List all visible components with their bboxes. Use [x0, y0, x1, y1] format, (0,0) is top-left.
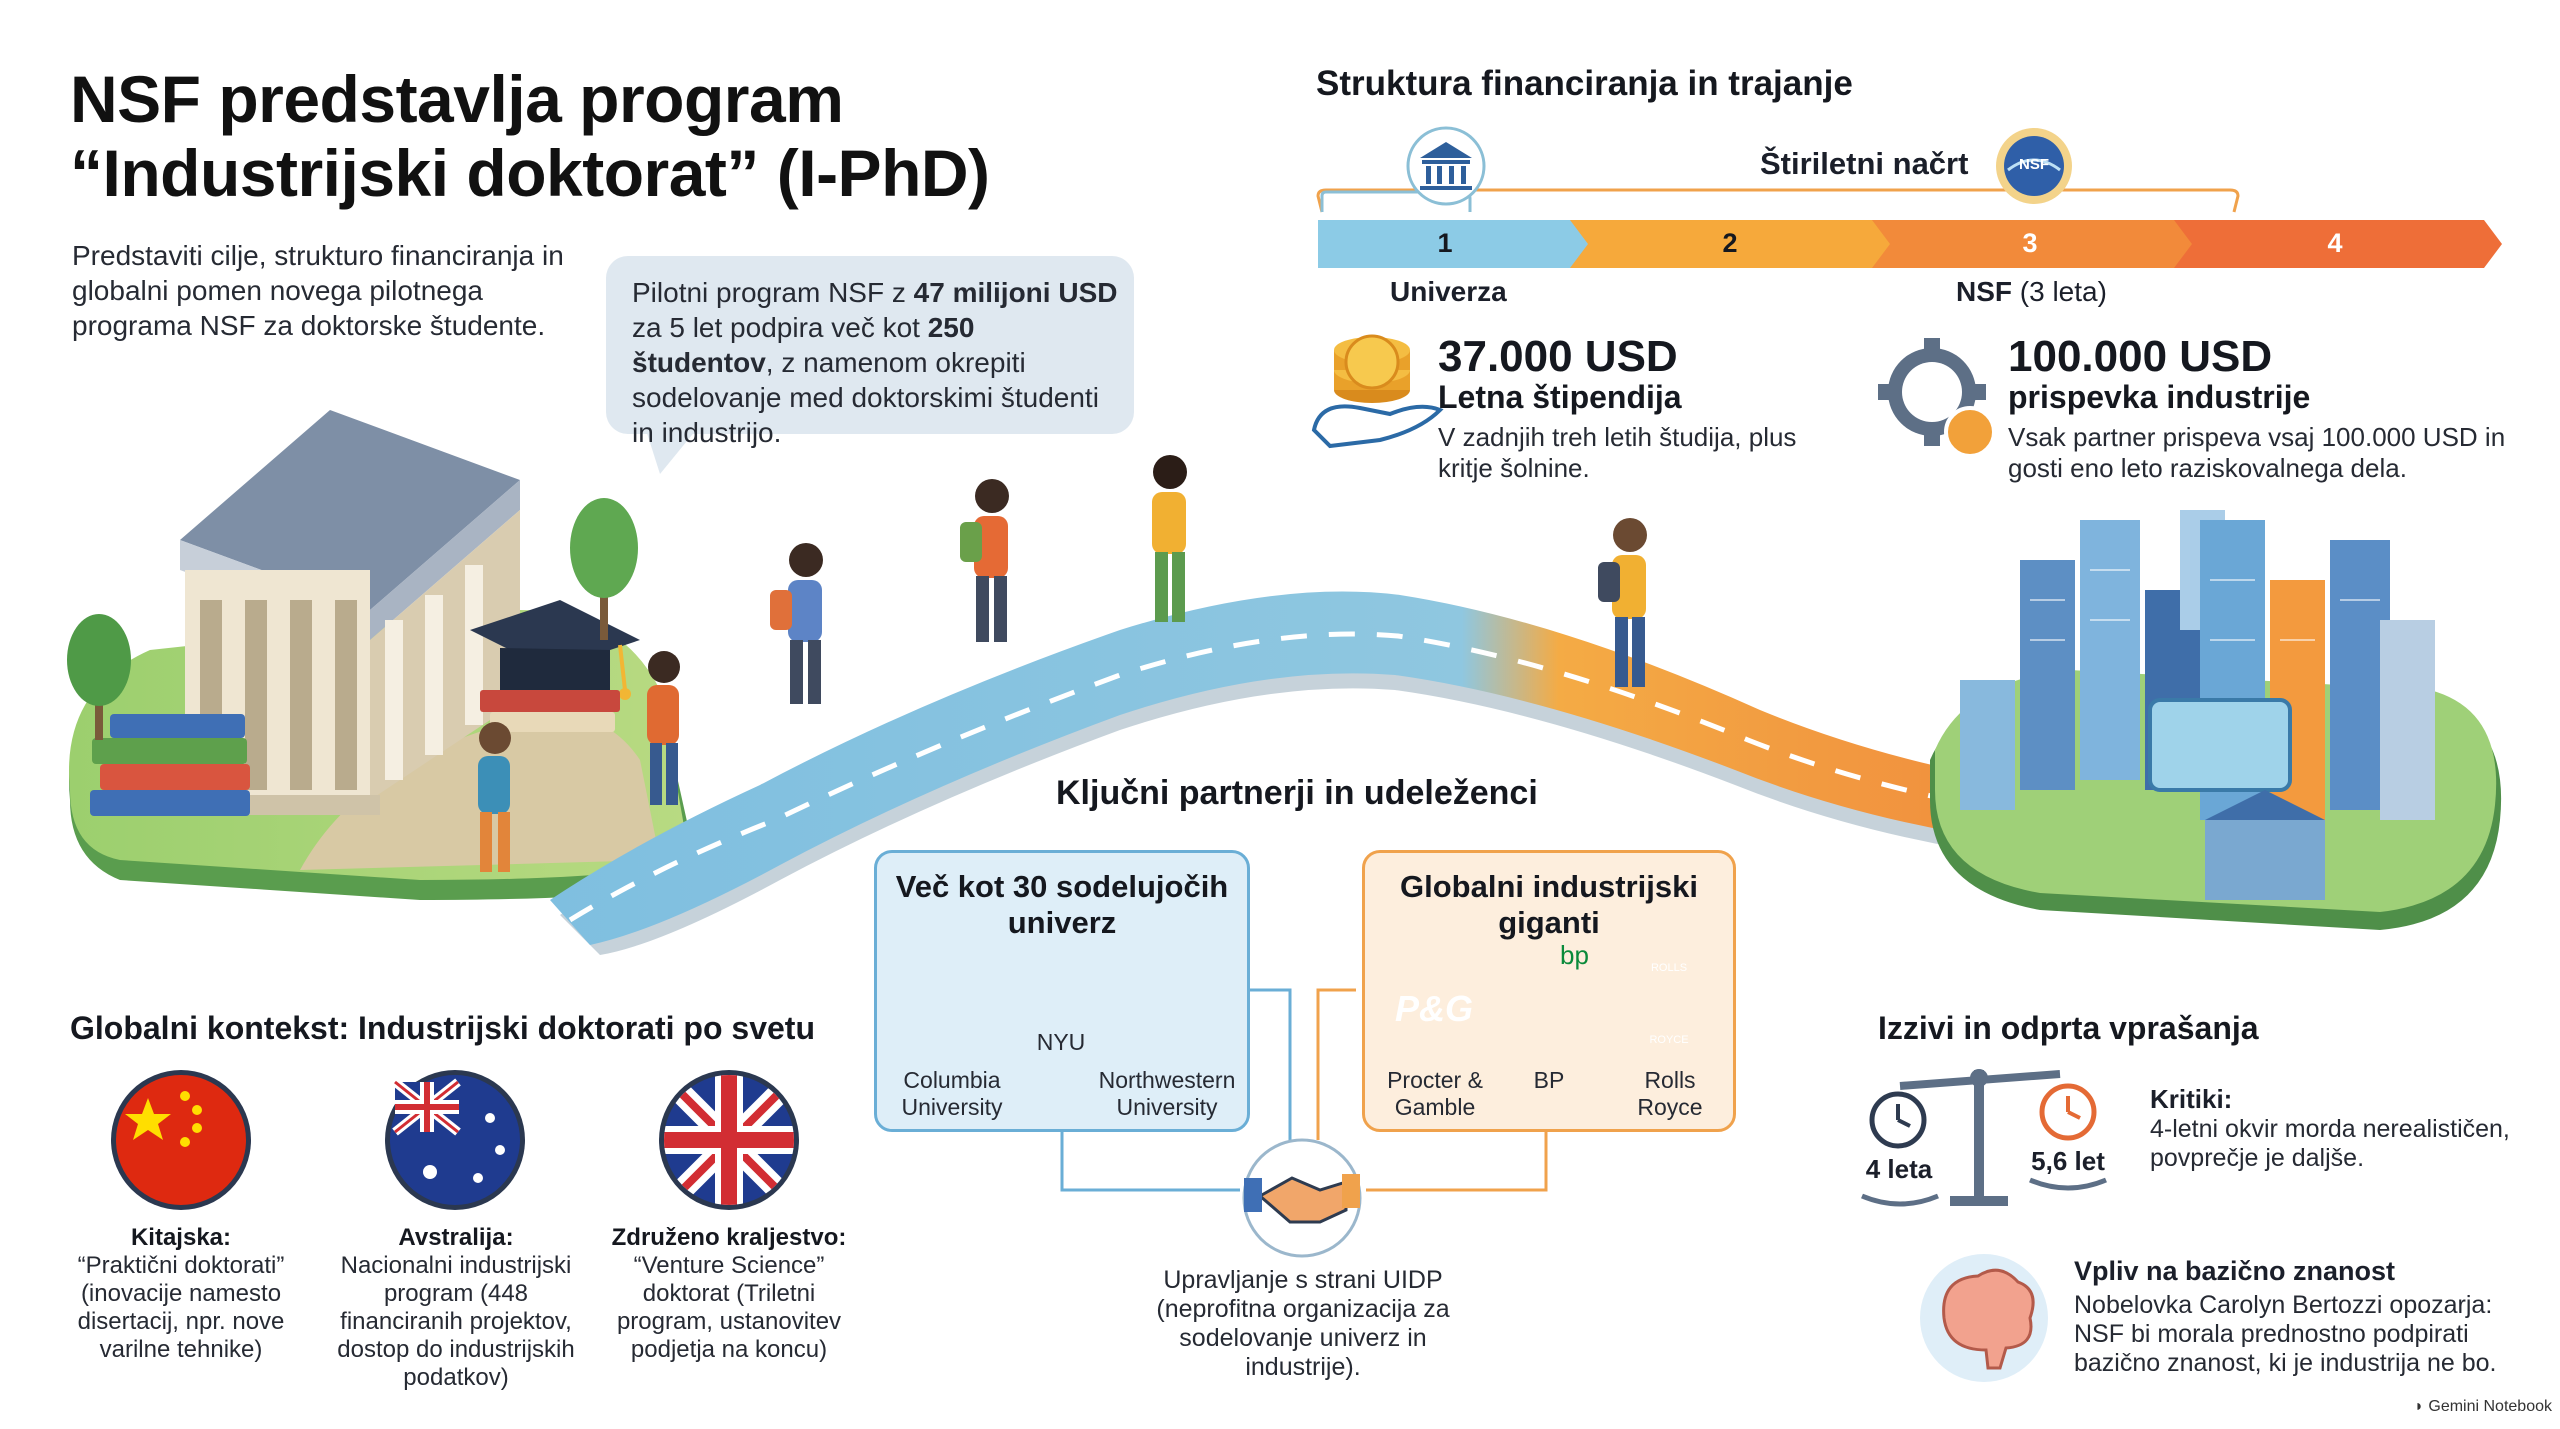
- books-stack-icon: [90, 714, 250, 816]
- summary-students: 250 študentov: [632, 312, 975, 378]
- nsf-phase-label: NSF (3 leta): [1956, 276, 2156, 308]
- year-3-label: 3: [2022, 228, 2038, 258]
- brand-text: Gemini Notebook: [2428, 1398, 2552, 1415]
- global-context-title: Globalni kontekst: Industrijski doktorat…: [70, 1010, 815, 1046]
- university-phase-label: Univerza: [1390, 276, 1507, 307]
- universities-box-title: Več kot 30 sodelujočih univerz: [895, 869, 1229, 940]
- australia-flag-icon: [385, 1070, 525, 1210]
- basic-science-title: Vpliv na bazično znanost: [2074, 1256, 2396, 1286]
- critics-description: 4-letni okvir morda nerealističen, povpr…: [2150, 1115, 2510, 1172]
- rolls-royce-label: Rolls Royce: [1637, 1067, 1703, 1120]
- gear-dollar-icon: [1878, 338, 1996, 458]
- nsf-phase-bold: NSF: [1956, 276, 2012, 307]
- coins-hand-icon: [1311, 334, 1444, 449]
- student-walker-icon: [478, 455, 1647, 872]
- year-1-segment: [1318, 220, 1590, 268]
- summary-part-1: Pilotni program NSF z: [632, 277, 914, 308]
- career-path-road: [550, 591, 2490, 955]
- graduation-cap-icon: [470, 600, 640, 732]
- country-australia: Avstralija: Nacionalni industrijski prog…: [326, 1224, 586, 1392]
- country-china-name: Kitajska:: [130, 1224, 232, 1251]
- tree-icon: [67, 498, 638, 740]
- country-uk-name: Združeno kraljestvo:: [611, 1224, 847, 1251]
- rr-logo-top: ROLLS: [1650, 962, 1688, 974]
- country-uk-desc: “Venture Science” doktorat (Triletni pro…: [616, 1252, 842, 1363]
- country-china-desc: “Praktični doktorati” (inovacije namesto…: [77, 1252, 285, 1363]
- industry-description: Vsak partner prispeva vsaj 100.000 USD i…: [2008, 422, 2506, 483]
- country-china: Kitajska: “Praktični doktorati” (inovaci…: [60, 1224, 302, 1364]
- industry-city-illustration: [1930, 510, 2502, 930]
- brain-icon: [1920, 1254, 2048, 1382]
- critics-block: Kritiki: 4-letni okvir morda nerealistič…: [2150, 1084, 2510, 1173]
- uk-flag-icon: [659, 1070, 799, 1210]
- funding-section-title: Struktura financiranja in trajanje: [1316, 64, 1853, 103]
- year-2-segment: [1570, 220, 1892, 268]
- industry-box: Globalni industrijski giganti Procter & …: [1362, 850, 1736, 1132]
- intro-text: Predstaviti cilje, strukturo financiranj…: [72, 240, 564, 341]
- rr-logo-bottom: ROYCE: [1649, 1034, 1689, 1046]
- pg-label: Procter & Gamble: [1387, 1067, 1483, 1120]
- page-title-line-1: NSF predstavlja program: [70, 62, 844, 136]
- stipend-label: Letna štipendija: [1438, 379, 1682, 415]
- critics-title: Kritiki:: [2150, 1084, 2233, 1114]
- partner-connector-lines: [1060, 988, 1548, 1192]
- four-year-plan-label: Štiriletni načrt: [1760, 146, 1969, 181]
- uidp-management-text: Upravljanje s strani UIDP (neprofitna or…: [1156, 1266, 1450, 1381]
- china-flag-icon: [111, 1070, 251, 1210]
- clock-right-label: 5,6 let: [2031, 1146, 2105, 1176]
- summary-budget: 47 milijoni USD: [913, 277, 1118, 308]
- program-summary-text: Pilotni program NSF z 47 milijoni USD za…: [632, 275, 1122, 450]
- summary-part-3: , z namenom okrepiti sodelovanje med dok…: [632, 347, 1099, 448]
- partners-section-title: Ključni partnerji in udeleženci: [1056, 774, 1538, 812]
- country-australia-desc: Nacionalni industrijski program (448 fin…: [337, 1252, 575, 1391]
- handshake-icon: [1242, 1138, 1362, 1258]
- page-title: NSF predstavlja program “Industrijski do…: [70, 62, 1050, 210]
- program-speech-bubble: [606, 256, 1134, 474]
- balance-scale-icon: [1861, 1069, 2107, 1207]
- bp-logo-text: bp: [1560, 940, 1589, 970]
- bp-label: BP: [1533, 1067, 1565, 1093]
- stipend-block: 37.000 USD Letna štipendija V zadnjih tr…: [1438, 334, 1858, 484]
- year-2-label: 2: [1722, 228, 1738, 258]
- industry-label: prispevka industrije: [2008, 379, 2311, 415]
- clock-icon-orange: [2039, 1083, 2097, 1141]
- four-year-timeline: [1316, 188, 2502, 268]
- brand-mark-icon: ◗: [2414, 1398, 2429, 1415]
- basic-science-description: Nobelovka Carolyn Bertozzi opozarja: NSF…: [2074, 1291, 2497, 1377]
- universities-box: Več kot 30 sodelujočih univerz Columbia …: [874, 850, 1250, 1132]
- country-uk: Združeno kraljestvo: “Venture Science” d…: [602, 1224, 856, 1364]
- industry-box-title: Globalni industrijski giganti: [1400, 869, 1698, 940]
- industry-contribution-block: 100.000 USD prispevka industrije Vsak pa…: [2008, 334, 2508, 484]
- basic-science-block: Vpliv na bazično znanost Nobelovka Carol…: [2074, 1256, 2534, 1378]
- year-3-segment: [1872, 220, 2194, 268]
- page-title-line-2: “Industrijski doktorat” (I-PhD): [70, 136, 990, 210]
- challenges-title: Izzivi in odprta vprašanja: [1878, 1010, 2259, 1046]
- university-building-illustration: [175, 410, 520, 815]
- nyu-label: NYU: [1036, 1029, 1086, 1055]
- year-4-label: 4: [2327, 228, 2343, 258]
- nsf-phase-duration: (3 leta): [2012, 276, 2107, 307]
- speech-bubble-tail: [646, 430, 696, 474]
- columbia-university-label: Columbia University: [901, 1067, 1003, 1120]
- industry-amount: 100.000 USD: [2008, 332, 2273, 381]
- summary-part-2: za 5 let podpira več kot: [632, 312, 928, 343]
- stipend-amount: 37.000 USD: [1438, 332, 1678, 381]
- pg-logo-text: P&G: [1394, 988, 1473, 1029]
- gemini-notebook-brand: ◗ Gemini Notebook: [2372, 1398, 2552, 1416]
- year-1-label: 1: [1437, 228, 1453, 258]
- stipend-description: V zadnjih treh letih študija, plus kritj…: [1438, 422, 1797, 483]
- year-4-segment: [2174, 220, 2502, 268]
- nsf-seal-text: NSF: [2019, 156, 2049, 173]
- clock-left-label: 4 leta: [1865, 1154, 1933, 1184]
- clock-icon: [1869, 1091, 1927, 1149]
- northwestern-university-label: Northwestern University: [1098, 1067, 1236, 1120]
- nsf-seal-icon: [1996, 128, 2072, 204]
- university-icon: [1406, 126, 1486, 206]
- country-australia-name: Avstralija:: [398, 1224, 514, 1251]
